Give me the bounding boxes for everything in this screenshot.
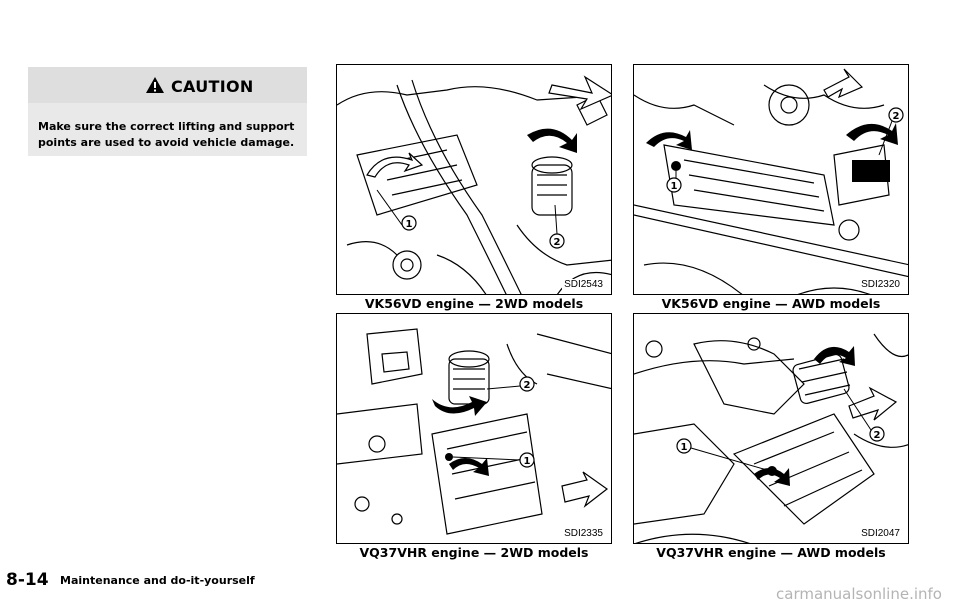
figure-vk56vd-awd: 1 2 SDI2320: [633, 64, 909, 295]
caution-text: Make sure the correct lifting and suppor…: [38, 120, 295, 149]
figure-vq37vhr-2wd: 2 1 SDI2335: [336, 313, 612, 544]
caution-header: CAUTION: [28, 67, 307, 103]
engine-illustration: 1 2: [634, 68, 908, 294]
figure-caption: VK56VD engine — 2WD models: [364, 296, 584, 311]
callout-2: 2: [893, 111, 900, 122]
callout-2: 2: [874, 430, 881, 441]
callout-1: 1: [406, 219, 413, 230]
callout-2: 2: [554, 237, 561, 248]
caution-box: CAUTION Make sure the correct lifting an…: [28, 67, 307, 156]
figure-code: SDI2320: [859, 279, 902, 290]
engine-illustration: 1 2: [634, 333, 908, 543]
caution-title: CAUTION: [171, 77, 254, 96]
callout-1: 1: [671, 181, 678, 192]
watermark: carmanualsonline.info: [776, 585, 942, 603]
engine-illustration: 2 1: [337, 328, 611, 535]
section-title: Maintenance and do-it-yourself: [60, 574, 255, 587]
figure-code: SDI2335: [562, 528, 605, 539]
figure-code: SDI2047: [859, 528, 902, 539]
figure-vk56vd-2wd: 1 2 SDI2543: [336, 64, 612, 295]
engine-illustration: 1 2: [337, 75, 611, 294]
warning-triangle-icon: [146, 77, 164, 93]
callout-1: 1: [524, 456, 531, 467]
figure-caption: VQ37VHR engine — AWD models: [656, 545, 886, 560]
page-number: 8-14: [6, 570, 49, 590]
figure-code: SDI2543: [562, 279, 605, 290]
figure-caption: VK56VD engine — AWD models: [661, 296, 881, 311]
callout-2: 2: [524, 380, 531, 391]
figure-vq37vhr-awd: 1 2 SDI2047: [633, 313, 909, 544]
callout-1: 1: [681, 442, 688, 453]
figure-caption: VQ37VHR engine — 2WD models: [359, 545, 589, 560]
